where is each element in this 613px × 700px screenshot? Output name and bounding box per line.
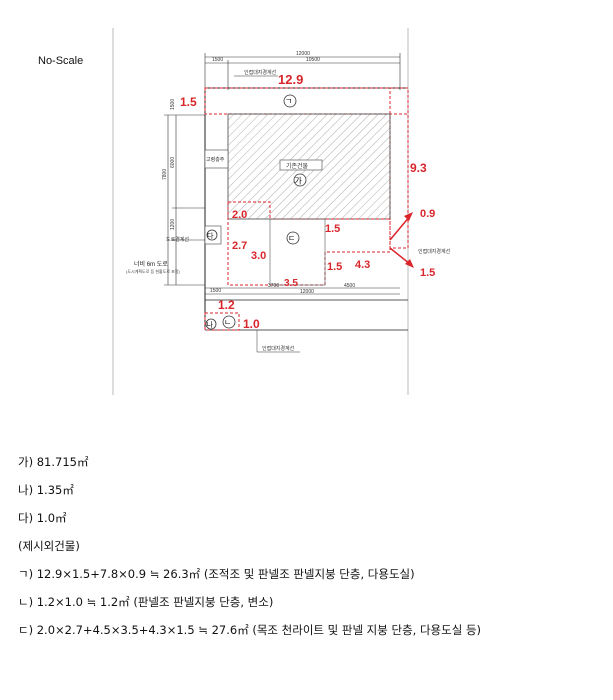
dim-1-5-mid: 1.5	[325, 223, 340, 235]
legend-ga: 가) 81.715㎡	[18, 455, 89, 469]
annex-g-top-strip	[204, 87, 409, 115]
dim-0-9: 0.9	[420, 208, 435, 220]
legend-heading: (제시외건물)	[18, 539, 80, 553]
circle-d-text: ㄷ	[288, 234, 295, 243]
dim-top-total: 12000	[296, 51, 310, 57]
legend-d: ㄷ) 2.0×2.7+4.5×3.5+4.3×1.5 ≒ 27.6㎡ (목조 천…	[18, 623, 482, 637]
legend-g: ㄱ) 12.9×1.5+7.8×0.9 ≒ 26.3㎡ (조적조 및 판넬조 판…	[18, 567, 415, 581]
circle-na-text: 나	[207, 320, 214, 329]
note-bottom-boundary: 인접대지경계선	[262, 345, 295, 352]
no-scale-label: No-Scale	[38, 55, 83, 67]
dim-1-2: 1.2	[218, 298, 235, 312]
dim-left-2: 6000	[170, 157, 176, 168]
dim-top-left: 1500	[212, 57, 223, 63]
circle-g-top-text: ㄱ	[285, 97, 292, 106]
dim-12-9: 12.9	[278, 72, 303, 87]
dim-left-3: 1200	[170, 219, 176, 230]
circle-g-top	[283, 94, 297, 108]
note-left-boundary: 도로경계선	[166, 236, 189, 243]
note-right-boundary: 인접대지경계선	[418, 248, 451, 255]
circle-na	[205, 318, 217, 330]
left-room	[204, 149, 229, 169]
legend-na: 나) 1.35㎡	[18, 483, 74, 497]
dim-1-0: 1.0	[243, 317, 260, 331]
dim-2-0: 2.0	[232, 209, 247, 221]
annex-n-outline	[204, 312, 240, 331]
dim-9-3: 9.3	[410, 161, 427, 175]
site-plan-diagram: No-Scale 12000 1500 10500 인접대지경계선 7800 6…	[38, 28, 451, 395]
note-top-boundary: 인접대지경계선	[244, 69, 277, 76]
dim-bottom-3: 4500	[344, 283, 355, 289]
dim-4-3: 4.3	[355, 259, 370, 271]
circle-da-left	[206, 229, 218, 241]
circle-n	[222, 315, 236, 329]
left-room-label: 고령층주	[206, 156, 225, 163]
circle-ga-text: 가	[295, 177, 303, 186]
dim-1-5-left: 1.5	[180, 95, 197, 109]
circle-da-left-text: 다	[207, 231, 214, 240]
legend-n: ㄴ) 1.2×1.0 ≒ 1.2㎡ (판넬조 판넬지붕 단층, 변소)	[18, 595, 274, 609]
circle-d	[286, 231, 300, 245]
circle-n-text: ㄴ	[224, 318, 231, 327]
dim-top-right: 10500	[306, 57, 320, 63]
dim-1-5-low: 1.5	[327, 261, 342, 273]
dim-3-0: 3.0	[251, 250, 266, 262]
road-label: 너비 6m 도로	[134, 260, 168, 268]
dim-1-5-right: 1.5	[420, 267, 435, 279]
road-sub-label: (도시계획도로 등 현황도로 포함)	[126, 268, 181, 274]
dim-bottom-1: 1500	[210, 288, 221, 294]
area-legend: 가) 81.715㎡ 나) 1.35㎡ 다) 1.0㎡ (제시외건물) ㄱ) 1…	[18, 448, 598, 644]
dim-3-5: 3.5	[284, 278, 298, 289]
dim-2-7: 2.7	[232, 240, 247, 252]
dim-bottom-2: 3700	[268, 283, 279, 289]
dim-left-1: 1500	[170, 99, 176, 110]
dim-bottom-total: 12000	[300, 289, 314, 295]
main-building-label: 기존건물	[286, 162, 309, 170]
annex-g-right-strip	[389, 87, 409, 249]
legend-da: 다) 1.0㎡	[18, 511, 67, 525]
dim-left-4: 7800	[162, 169, 168, 180]
circle-ga	[293, 173, 307, 187]
